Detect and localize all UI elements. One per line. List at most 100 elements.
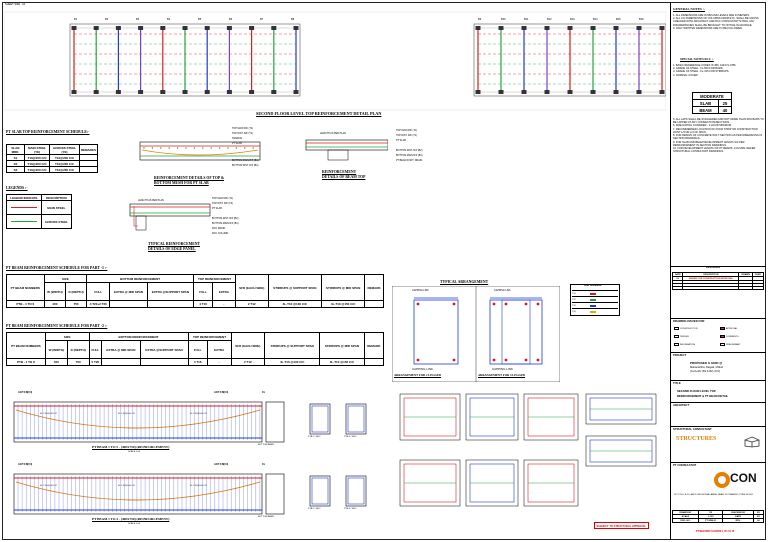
project-name: PROPOSED G GRID @ (690, 361, 723, 365)
plan-beam-label: B13 (570, 17, 575, 21)
slab-label: BOTTOM DIST. R/F (B2) (232, 164, 259, 167)
ptb2-title: PT BEAM 1 TO 4 - (400X750) (REINFORCEMEN… (92, 517, 170, 521)
cell: PT-SDB-01 (697, 518, 724, 523)
ptb1-title: PT BEAM 1 TO 5 - (400X750) (REINFORCEMEN… (92, 445, 170, 449)
th-mid: EXTRA @ MID SPAN (101, 340, 141, 359)
plan-column (659, 90, 665, 94)
slab-bar-dot (151, 147, 154, 149)
drawing-info-table: DRAWN BY XX CHECKED BY XX SCALE 1:100 DA… (672, 510, 765, 523)
plan-column (636, 26, 642, 30)
plan-column (590, 26, 596, 30)
plan-column (115, 26, 121, 30)
capping-label-bottom: CAPPING LINK (412, 367, 434, 371)
drawing-issued-for-title: DRAWING ISSUED FOR (673, 319, 705, 323)
plan-column (138, 26, 144, 30)
section-detail-box (399, 393, 461, 441)
issue-option: TENDER (674, 334, 689, 338)
elevation-label: AC/T.F.B(C4) (214, 391, 229, 394)
plan-column (93, 90, 99, 94)
th-sup: EXTRA @SUPPORT SPAN (139, 340, 189, 359)
beam-label: PT SLAB (396, 139, 406, 142)
plan-column (71, 26, 77, 30)
plan-column (567, 26, 573, 30)
slab-bar-dot (176, 147, 179, 149)
slab-details-drawing (129, 139, 388, 231)
structural-label: STRUCTURAL CONSULTANT (673, 427, 712, 431)
legend-swatch-cell (6, 200, 42, 215)
more-notes: 5. ALL LAPS SHALL BE STAGGERED AND NOT M… (673, 118, 765, 154)
plan-column (204, 90, 210, 94)
elevation-label: AC/T.F.B(C4) (18, 463, 33, 466)
checkbox (674, 342, 679, 346)
edge-label: BOTTOM DIST. R/F (B2) (212, 217, 239, 220)
title-text-1: SECOND FLOOR LEVEL TOP (677, 389, 716, 393)
th-width: W (WIDTH) (44, 340, 68, 359)
cell: 750 (66, 358, 90, 366)
note-item: 6. FIRE RATING CONSIDER - 2 HOUR MINIMUM… (673, 124, 732, 128)
title-text-2: REINFORCEMENT & PT BEAM DETAIL (677, 394, 729, 398)
beam-label: LENGTH AS PER PLAN (320, 132, 346, 135)
plan-column (475, 26, 481, 30)
cell (78, 166, 99, 173)
th-remark: REMARK (364, 274, 384, 301)
slab-label: PT SLAB (232, 142, 242, 145)
edge-label: RCC DRAIN (212, 227, 226, 230)
legends-table: LEGEND INDICATE DESCRIPTION MAIN STEEL A… (6, 194, 73, 229)
project-divider (670, 352, 766, 353)
th-sfr: SFR (EACH SIDE) (234, 274, 269, 301)
th-bottom: BOTTOM REINFORCEMENT (88, 332, 189, 341)
architect-divider (670, 402, 766, 403)
beam-schedule-2-title: PT BEAM REINFORCEMENT SCHEDULE FOR PART … (6, 324, 108, 328)
beam-schedule-2-table: PT BEAM NUMBERS SIZE BOTTOM REINFORCEMEN… (6, 332, 385, 366)
edge-label: PT SLAB (212, 207, 222, 210)
cell: 4L-T10 @100 C/C (267, 300, 323, 308)
th-beam-number: PT BEAM NUMBERS (6, 332, 46, 359)
legend-main-line (10, 207, 37, 208)
stirrup-text: 4L-T10@100 C/C (190, 485, 208, 487)
cell (101, 358, 141, 366)
th-full: FULL (86, 282, 111, 301)
cell: 5 T20 (88, 358, 103, 366)
note-item: 8. FOR DESIGN OF CONCRETE W.R.T.SECTION … (673, 134, 763, 141)
table-row: PTB - 1 TO 8 400 750 5 T20 4 T16 - 2 T12… (6, 358, 385, 366)
th-remarks: REMARKS (78, 144, 99, 155)
project-address-1: Maharashtra, Raigad, MAHA (690, 366, 724, 369)
pt-slab-table-title: PT SLAB TOP REINFORCEMENT SCHEDULE:- (6, 130, 90, 134)
plan-column (182, 26, 188, 30)
slab-bar-dot (185, 147, 187, 149)
drawing-number: PT/SECOND FLOOR/S.1_R1 01 15 (696, 530, 735, 533)
plan-column (226, 26, 232, 30)
plan-column (160, 26, 166, 30)
th-top-extra: EXTRA (211, 282, 236, 301)
edge-label: BOTTOM MAIN R/F (B1) (212, 222, 239, 225)
cell: 2 T12 (230, 358, 266, 366)
pt-logo-icon (714, 472, 730, 488)
cell: SLAB (692, 99, 719, 107)
slab-label: TOP MAIN R/F (T1) (232, 127, 254, 130)
section-detail-box (465, 393, 519, 441)
slab-label: TENDON (232, 137, 243, 140)
note-item: 4. NOMINAL COVER: (673, 73, 699, 77)
main-bar (416, 358, 420, 362)
plan-beam-label: B6 (229, 17, 233, 21)
th-beam-number: PT BEAM NUMBERS (6, 274, 45, 301)
beam-schedule-1-table: PT BEAM NUMBERS SIZE BOTTOM REINFORCEMEN… (6, 274, 384, 308)
stirrup-text: 4L-T10@100 C/C (118, 413, 136, 415)
plan-beam-label: B7 (260, 17, 264, 21)
pt-brand-text: CON (730, 471, 757, 485)
th-stirrup-support: STIRRUPS @ SUPPORT SPAN (267, 274, 323, 301)
arrangement-title: TYPICAL ARRANGEMENT (440, 280, 489, 284)
plan-beam-label: B16 (639, 17, 644, 21)
th-slab: SLAB MRK. (6, 144, 25, 155)
th-top: TOP REINFORCEMENT (187, 332, 232, 341)
th-across: ACROSS STEEL (YE) (49, 144, 80, 155)
structural-cube-icon (744, 436, 760, 448)
cell: DRG. NO. (672, 518, 699, 523)
plan-column (293, 26, 299, 30)
checkbox (674, 334, 679, 338)
pt-slab-schedule-table: SLAB MRK. MAIN STEEL (YE) ACROSS STEEL (… (6, 144, 99, 173)
cell: - (211, 300, 236, 308)
cell: 4L-T10 @150 C/C (321, 300, 366, 308)
main-bar (504, 358, 508, 362)
th-depth: D (DEPTH) (65, 282, 88, 301)
